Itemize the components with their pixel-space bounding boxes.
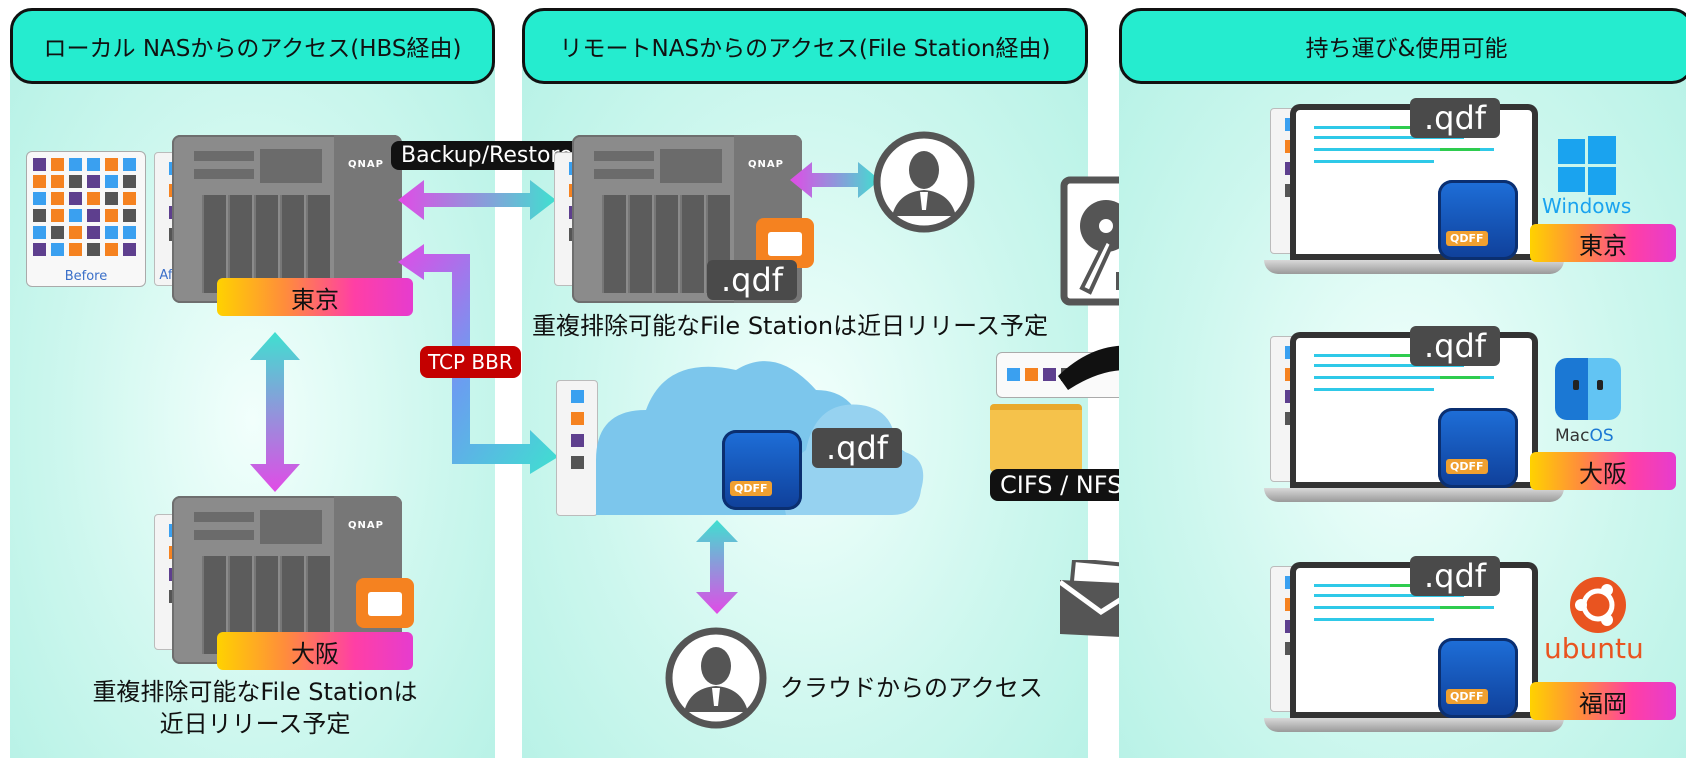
local-caption-line1: 重複排除可能なFile Stationは xyxy=(92,678,418,706)
ubuntu-label: ubuntu xyxy=(1544,632,1644,665)
laptop-qdf-tag: .qdf xyxy=(1410,326,1501,366)
laptop-qdff-icon: QDFF xyxy=(1438,180,1518,260)
remote-qdf-tag: .qdf xyxy=(707,260,798,300)
remote-nas-brand: QNAP xyxy=(748,159,784,170)
cloud-user-icon xyxy=(665,627,767,729)
city-label-tokyo-local: 東京 xyxy=(217,278,413,316)
laptop-qdf-tag: .qdf xyxy=(1410,98,1501,138)
macos-label: MacOS xyxy=(1555,426,1614,446)
laptop-base xyxy=(1264,488,1564,502)
laptop-base xyxy=(1264,718,1564,732)
laptop-qdff-badge: QDFF xyxy=(1446,459,1488,474)
local-sync-arrow-icon xyxy=(250,332,300,492)
cloud-qdf-tag: .qdf xyxy=(812,428,903,468)
tcp-bbr-label: TCP BBR xyxy=(420,346,521,378)
macos-label-prefix: Mac xyxy=(1555,426,1590,446)
local-caption: 重複排除可能なFile Stationは 近日リリース予定 xyxy=(40,676,470,740)
user-access-arrow-icon xyxy=(790,162,880,198)
remote-panel-title: リモートNASからのアクセス(File Station経由) xyxy=(522,8,1088,84)
laptop-qdf-tag: .qdf xyxy=(1410,556,1501,596)
source-folder-icon xyxy=(990,404,1082,472)
local-bottom-nas-brand: QNAP xyxy=(348,520,384,531)
local-top-nas-brand: QNAP xyxy=(348,159,384,170)
macos-label-suffix: OS xyxy=(1589,426,1614,446)
tcp-bbr-arrow-icon xyxy=(398,244,558,474)
laptop-qdff-badge: QDFF xyxy=(1446,231,1488,246)
local-panel-title: ローカル NASからのアクセス(HBS経由) xyxy=(10,8,495,84)
laptop-qdff-icon: QDFF xyxy=(1438,408,1518,488)
cloud-qdff-badge: QDFF xyxy=(730,481,772,496)
cloud-access-arrow-icon xyxy=(696,520,738,614)
city-label-osaka-local: 大阪 xyxy=(217,632,413,670)
cloud-qdff-icon: QDFF xyxy=(722,430,802,510)
backup-restore-label: Backup/Restore xyxy=(391,141,583,170)
ubuntu-logo-icon xyxy=(1570,577,1626,633)
laptop-city-label: 福岡 xyxy=(1530,682,1676,720)
laptop-city-label: 大阪 xyxy=(1530,452,1676,490)
laptop-city-label: 東京 xyxy=(1530,224,1676,262)
portable-panel-title: 持ち運び&使用可能 xyxy=(1119,8,1686,84)
laptop-qdff-badge: QDFF xyxy=(1446,689,1488,704)
cloud-caption: クラウドからのアクセス xyxy=(780,674,1043,702)
remote-folder-icon xyxy=(756,218,814,268)
cloud-side-panel xyxy=(556,380,598,516)
laptop-qdff-icon: QDFF xyxy=(1438,638,1518,718)
macos-logo-icon xyxy=(1555,358,1621,420)
local-caption-line2: 近日リリース予定 xyxy=(159,710,351,738)
windows-logo-icon xyxy=(1558,136,1616,195)
windows-label: Windows xyxy=(1542,194,1632,218)
before-label: Before xyxy=(64,269,108,284)
dedupe-before-grid: Before xyxy=(26,151,146,287)
backup-restore-arrow-icon xyxy=(398,180,556,220)
remote-user-icon xyxy=(873,131,975,233)
laptop-base xyxy=(1264,260,1564,274)
local-top-nas-icon: QNAP xyxy=(172,135,402,303)
before-grid-icon xyxy=(33,158,136,256)
remote-nas-caption: 重複排除可能なFile Stationは近日リリース予定 xyxy=(532,312,1048,340)
folder-icon xyxy=(356,578,414,628)
